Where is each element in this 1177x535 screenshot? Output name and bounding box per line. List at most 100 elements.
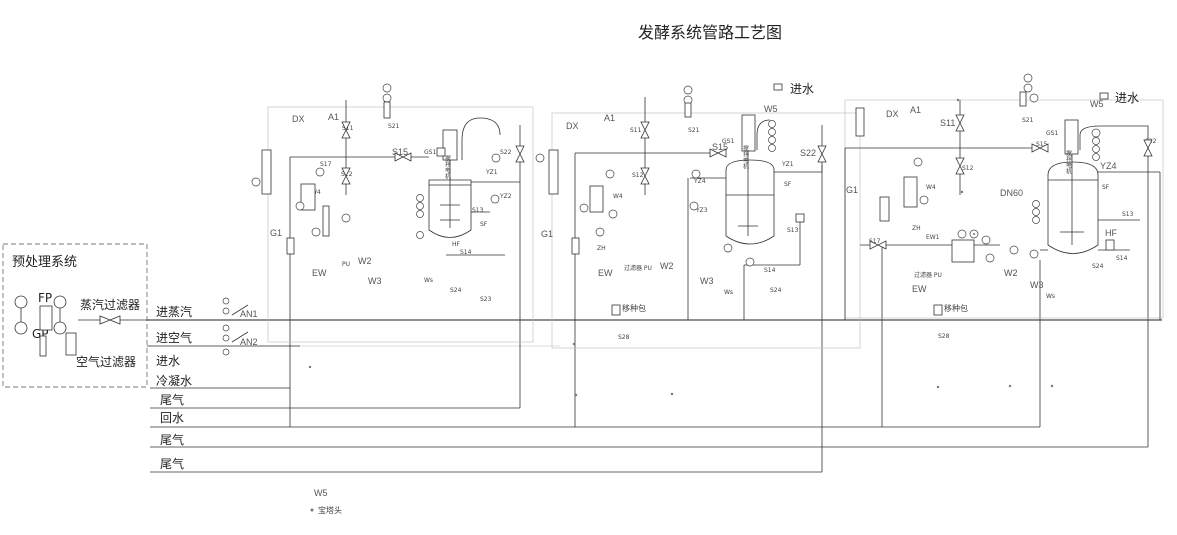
needle-valve-icon	[222, 307, 230, 315]
pretreatment-label: 预处理系统	[12, 255, 77, 270]
u1-s17-tag: S17	[320, 161, 332, 168]
u3-instrument-icon	[1009, 245, 1019, 255]
unit-1-frame	[267, 106, 534, 343]
u1-gauge-tube-icon	[286, 237, 295, 255]
u2-probe-icon	[768, 136, 776, 144]
u2-s12-tag: S12	[632, 172, 644, 179]
u3-zh-tag: ZH	[912, 225, 921, 232]
u1-probe-icon	[416, 210, 424, 218]
u1-s21-tag: S21	[388, 123, 400, 130]
u3-g1-tag: G1	[846, 185, 858, 195]
u1-ew-tag: EW	[312, 268, 327, 278]
u3-s14-tag: S14	[1116, 255, 1128, 262]
u2-sight-glass-icon	[684, 102, 692, 118]
u1-ws-tag: Ws	[424, 277, 433, 284]
u3-w3-tag: W3	[1030, 280, 1044, 290]
steam-filter-housing-icon	[39, 305, 53, 331]
u2-s21-tag: S21	[688, 127, 700, 134]
needle-valve-icon	[222, 348, 230, 356]
u3-valve-icon	[1031, 143, 1049, 153]
u2-water-inlet-label: 进水	[790, 82, 814, 96]
u2-instrument-icon	[723, 243, 733, 253]
u3-instrument-icon	[1023, 73, 1033, 83]
u2-s28-tag: S28	[618, 334, 630, 341]
u3-s15-tag: S15	[1036, 141, 1048, 148]
u1-instrument-icon	[490, 194, 500, 204]
u1-air-filter-icon	[300, 183, 316, 211]
main-headers: 进蒸汽 进空气 进水 冷凝水 尾气 回水 尾气 尾气 AN1 AN2	[147, 165, 1162, 473]
u2-w2-tag: W2	[660, 261, 674, 271]
u2-dx-tag: DX	[566, 121, 579, 131]
u1-g1-tag: G1	[270, 228, 282, 238]
u2-valve-icon	[640, 121, 650, 139]
legend: W5 宝塔头	[310, 488, 342, 515]
u3-pu-filter-icon	[951, 239, 975, 263]
u2-transfer-label: 移种包	[622, 303, 646, 313]
u1-instrument-icon	[436, 147, 446, 157]
u2-s15-tag: S15	[712, 142, 728, 152]
legend-w5-tag: W5	[314, 488, 328, 498]
u3-instrument-icon	[957, 229, 967, 239]
u1-w4-tag: W4	[311, 189, 321, 196]
u3-flowmeter-icon	[855, 107, 865, 137]
u3-instrument-icon	[1023, 83, 1033, 93]
u3-water-inlet-icon	[1099, 92, 1109, 100]
u1-sf-tag: SF	[480, 221, 488, 228]
an2-label: AN2	[240, 337, 258, 347]
u2-valve-icon	[640, 167, 650, 185]
u1-dx-tag: DX	[292, 114, 305, 124]
u2-valve-icon	[709, 148, 727, 158]
u1-w2-tag: W2	[358, 256, 372, 266]
drain-icon	[39, 335, 47, 357]
u1-s13-tag: S13	[472, 207, 484, 214]
pressure-gauge-icon	[14, 321, 28, 335]
u1-gs1-tag: GS1	[424, 149, 436, 156]
u3-s24-tag: S24	[1092, 263, 1104, 270]
u3-probe-icon	[1092, 153, 1100, 161]
u1-valve-icon	[515, 145, 525, 163]
u1-separator-icon	[322, 205, 330, 237]
u3-probe-icon	[1032, 216, 1040, 224]
u1-instrument-icon	[341, 213, 351, 223]
gate-valve-icon	[99, 315, 121, 325]
u2-air-filter-icon	[589, 185, 604, 213]
u1-flowmeter-icon	[261, 149, 272, 195]
u2-instrument-icon	[595, 227, 605, 237]
u3-s13-tag: S13	[1122, 211, 1134, 218]
u1-w3-tag: W3	[368, 276, 382, 286]
u1-hf-tag: HF	[452, 241, 461, 248]
u3-instrument-icon	[913, 157, 923, 167]
an1-label: AN1	[240, 309, 258, 319]
u1-instrument-icon	[491, 153, 501, 163]
u2-yz4-tag: YZ4	[693, 178, 706, 185]
air-inlet-label: 进空气	[156, 330, 192, 345]
u1-probe-icon	[416, 231, 424, 239]
u2-instrument-icon	[605, 169, 615, 179]
u3-probe-icon	[1092, 137, 1100, 145]
u3-valve-icon	[955, 114, 965, 132]
u1-valve-icon	[341, 167, 351, 185]
cooling-water-label: 冷凝水	[156, 373, 192, 388]
u1-instrument-icon	[315, 167, 325, 177]
u2-instrument-icon	[608, 209, 618, 219]
pagoda-head-icon	[310, 508, 314, 512]
u3-s11-tag: S11	[940, 118, 955, 128]
u1-yz1-tag: YZ1	[485, 169, 498, 176]
u2-w5-tag: W5	[764, 104, 778, 114]
pressure-gauge-icon	[14, 295, 28, 309]
u2-instrument-icon	[745, 257, 755, 267]
u3-valve-icon	[955, 157, 965, 175]
u3-probe-icon	[1092, 145, 1100, 153]
u3-w4-tag: W4	[926, 184, 936, 191]
needle-valve-icon	[222, 297, 230, 305]
u2-valve-icon	[817, 145, 827, 163]
u3-ew-tag: EW	[912, 284, 927, 294]
u1-s24-tag: S24	[450, 287, 462, 294]
u3-dx-tag: DX	[886, 109, 899, 119]
u3-instrument-icon	[985, 253, 995, 263]
air-filter-label: 空气过滤器	[76, 354, 136, 369]
u1-instrument-icon	[295, 201, 305, 211]
u2-water-inlet-icon	[773, 83, 783, 91]
u2-flowmeter-icon	[548, 149, 559, 195]
u2-probe-icon	[768, 120, 776, 128]
